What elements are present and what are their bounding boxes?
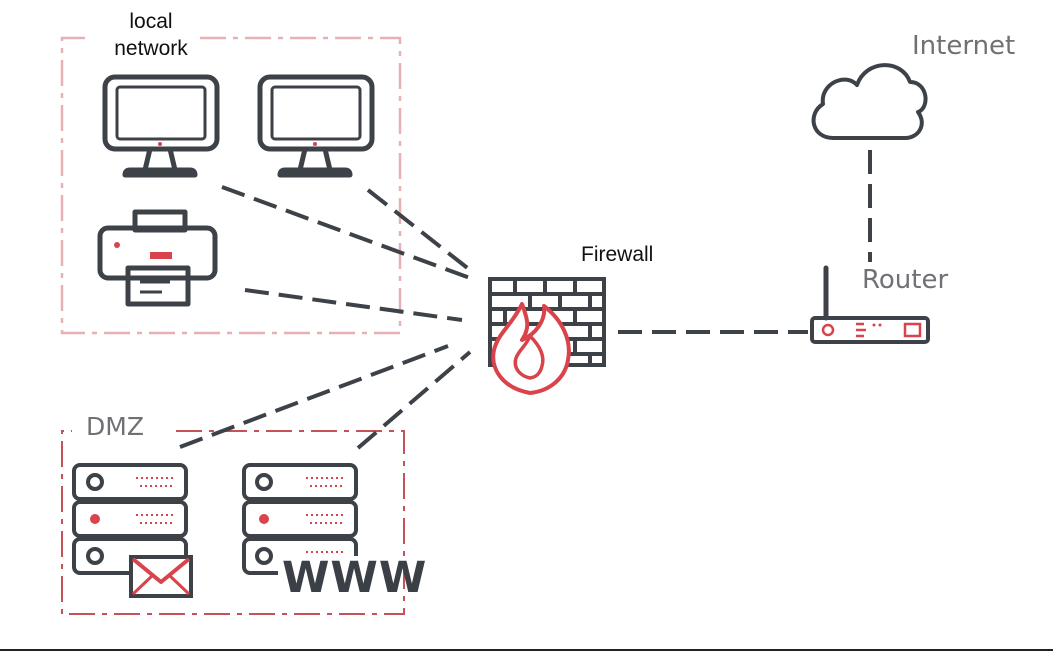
printer-icon: [97, 209, 218, 307]
connector-dmz-firewall: [179, 344, 449, 449]
local-network-zone: [60, 36, 402, 335]
www-label: WWW: [282, 553, 428, 603]
dmz-label: DMZ: [86, 412, 144, 441]
firewall-icon: [488, 277, 606, 395]
mail-icon: [129, 555, 193, 598]
router-icon: [810, 265, 930, 344]
internet-label: Internet: [912, 31, 1016, 61]
connectors: [179, 150, 872, 450]
connector-web-server-firewall: [356, 350, 472, 450]
monitor-icon: [257, 74, 375, 178]
server-rack-icon: [72, 463, 188, 575]
dmz-zone: [61, 430, 405, 615]
connector-printer-firewall: [244, 288, 463, 322]
local-network-label-line2: network: [114, 37, 188, 60]
cloud-icon: [811, 63, 928, 140]
monitor-icon: [102, 74, 220, 178]
server-rack-icon: [242, 463, 394, 596]
connector-monitor-2-firewall: [366, 188, 472, 272]
firewall-label: Firewall: [581, 243, 654, 266]
local-network-label-line1: local: [129, 10, 173, 33]
router-label: Router: [862, 265, 949, 295]
connector-monitor-1-firewall: [221, 185, 471, 280]
local-network-label: local network: [103, 8, 199, 62]
